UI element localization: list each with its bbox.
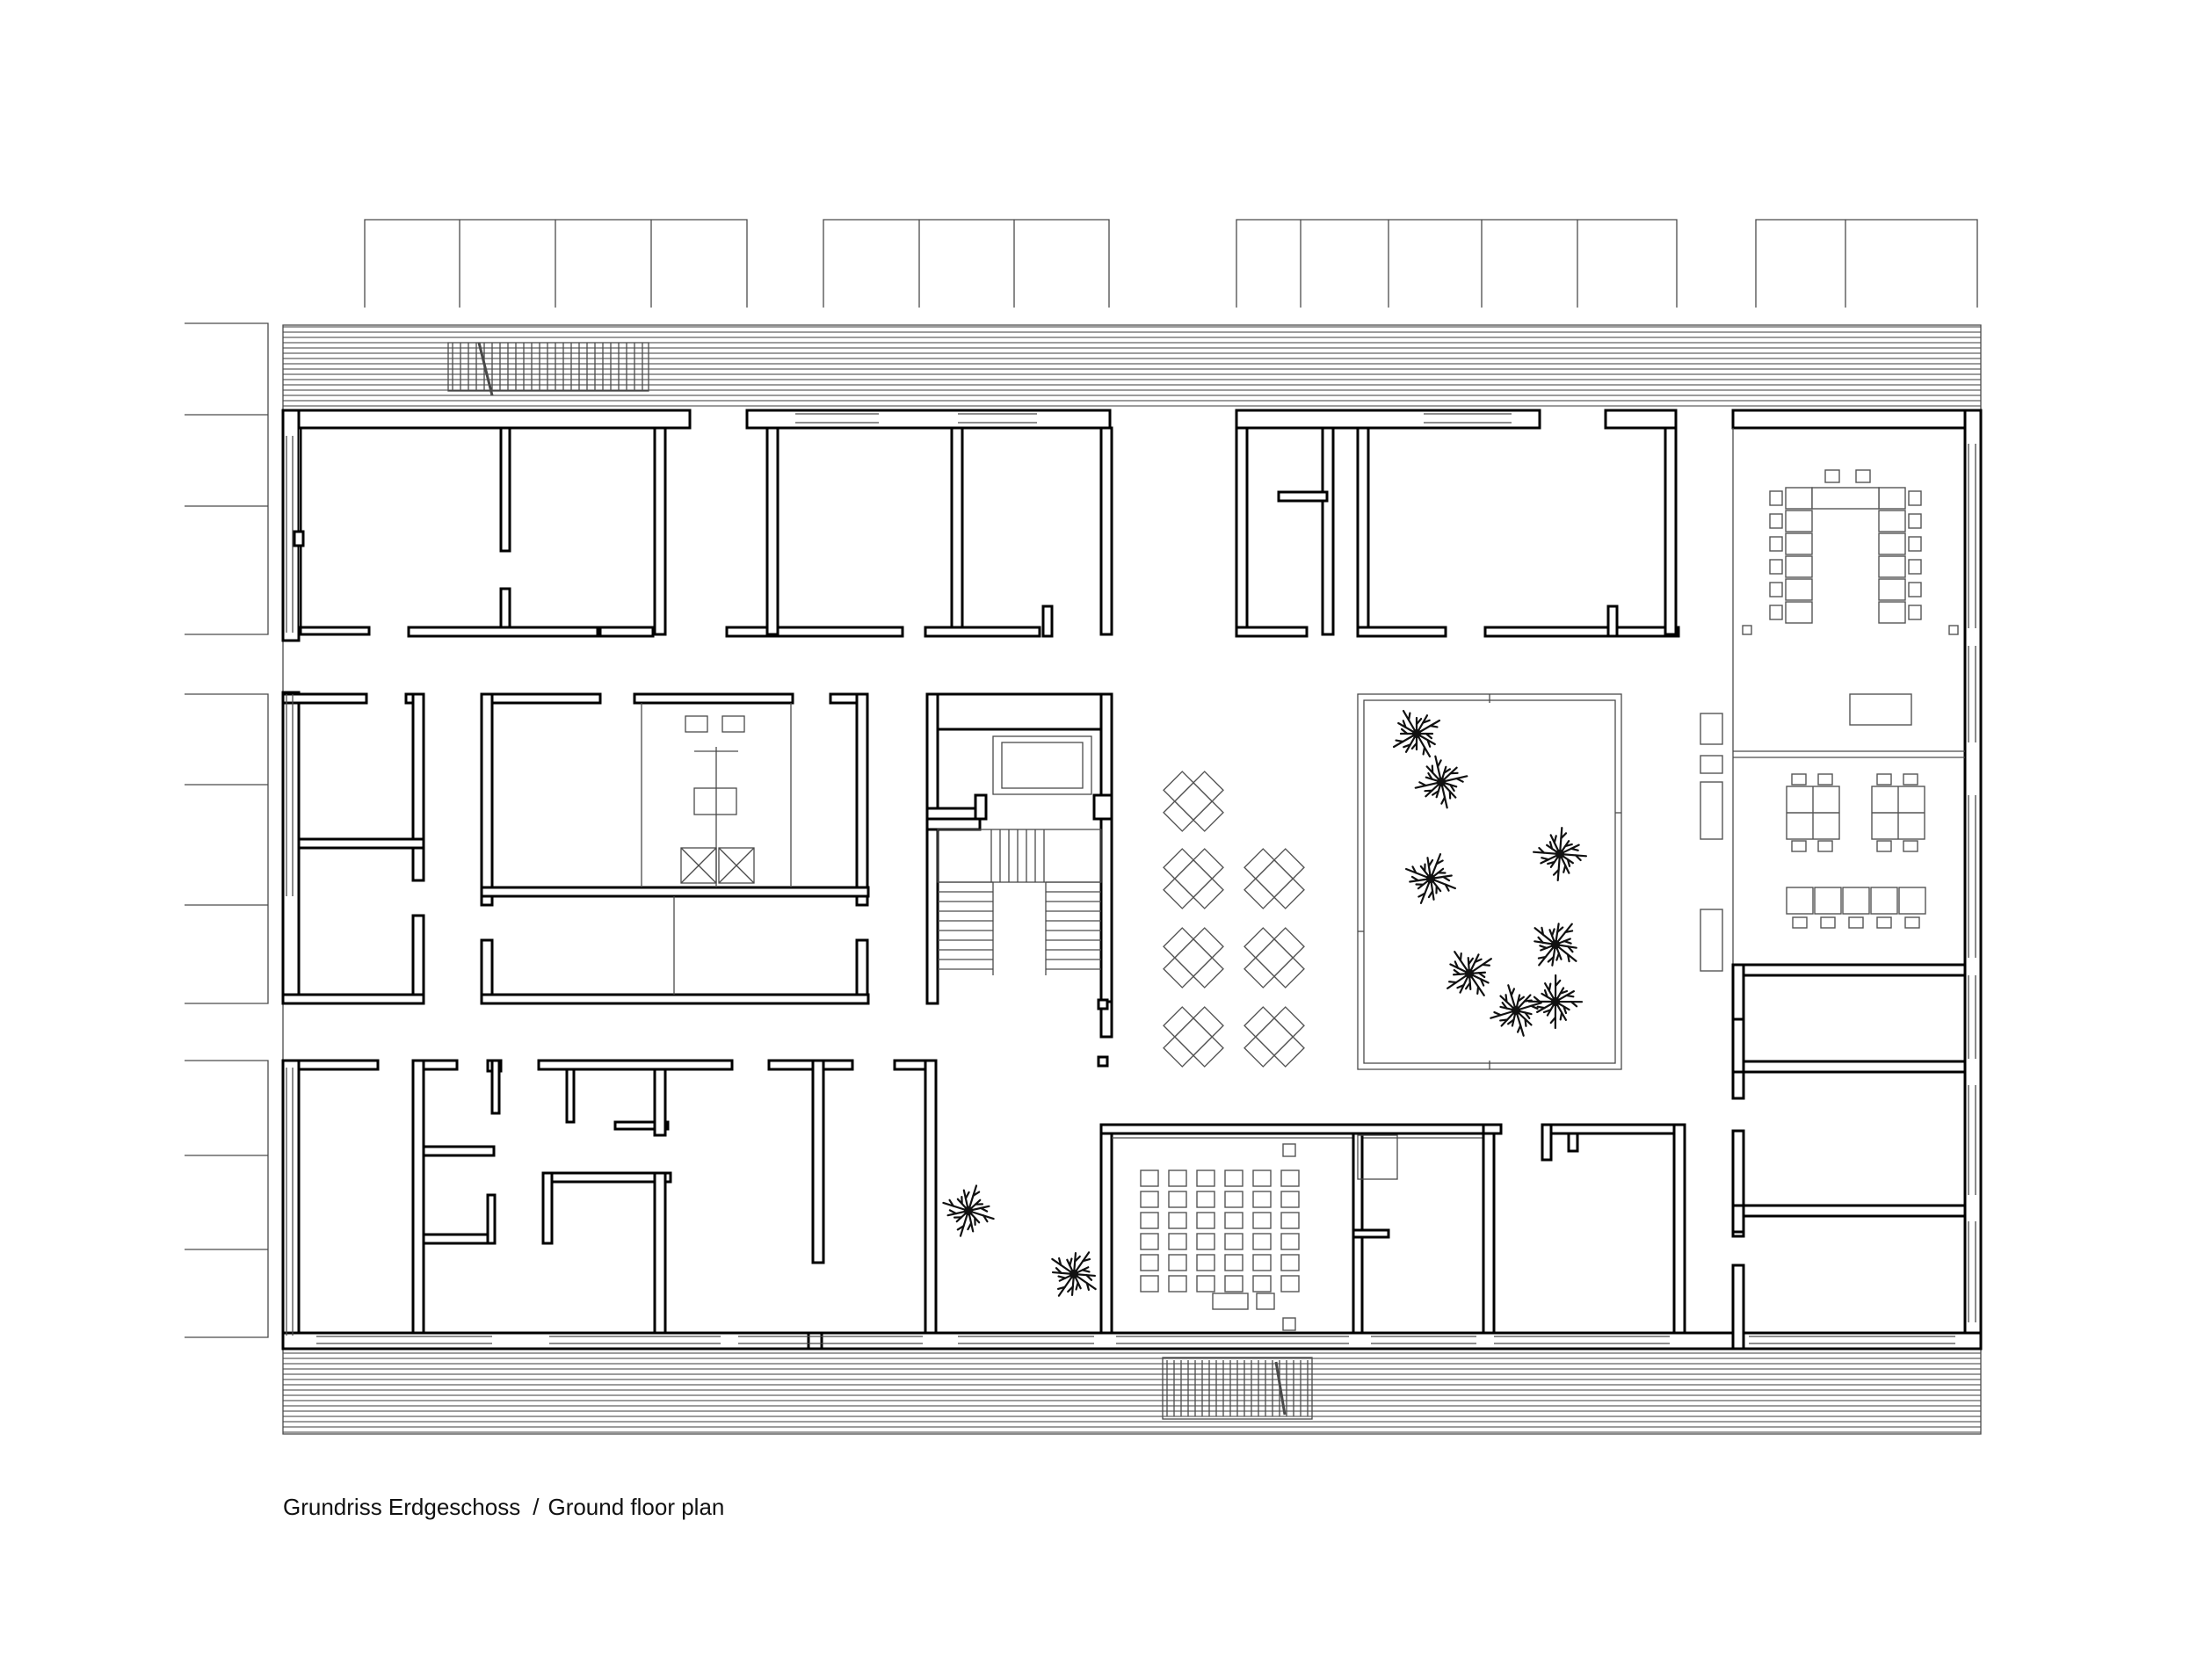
- caption-english: Ground floor plan: [547, 1494, 725, 1520]
- neighbouring-buildings: [364, 219, 1978, 308]
- lecture-room: [1099, 1000, 1686, 1335]
- bottom-terrace-hatch: [283, 1352, 1981, 1433]
- north-rooms: [299, 426, 1680, 638]
- tree-6: [1447, 951, 1492, 996]
- cafe-table-4: [1163, 927, 1224, 988]
- tree-1: [1392, 709, 1441, 758]
- cafe-table-3: [1244, 848, 1305, 909]
- south-rooms: [297, 1059, 938, 1351]
- bottom-entrance-stair: [1162, 1357, 1313, 1420]
- tree-4: [1405, 853, 1456, 904]
- exterior-outline: [282, 324, 1982, 1435]
- lift-and-stair-core: [925, 692, 1113, 1005]
- tree-3: [1532, 826, 1588, 882]
- cafe-table-7: [1244, 1006, 1305, 1068]
- caption-german: Grundriss Erdgeschoss: [283, 1494, 521, 1520]
- tree-8: [1527, 974, 1584, 1030]
- left-neighbour: [185, 322, 269, 1338]
- washroom-block: [641, 703, 792, 887]
- tree-7: [1490, 984, 1542, 1037]
- tree-5: [1534, 923, 1577, 967]
- cafe-table-1: [1163, 771, 1224, 832]
- tree-10: [1051, 1251, 1097, 1297]
- windows: [286, 413, 1976, 1344]
- courtyard-trees: [942, 709, 1588, 1297]
- east-offices: [1731, 963, 1967, 1351]
- cafe-tables: [1163, 771, 1305, 1068]
- cafe-table-2: [1163, 848, 1224, 909]
- drawing-caption: Grundriss Erdgeschoss / Ground floor plan: [283, 1494, 724, 1521]
- tree-2: [1414, 755, 1468, 809]
- cafe-table-5: [1244, 927, 1305, 988]
- tree-9: [942, 1184, 995, 1237]
- outer-walls: [281, 409, 1983, 1351]
- columns: [293, 530, 1109, 1068]
- top-terrace-hatch: [283, 326, 1981, 407]
- courtyard: [1357, 693, 1622, 1070]
- caption-separator: /: [533, 1494, 540, 1520]
- east-meeting-rooms: [1700, 428, 1965, 982]
- cafe-table-6: [1163, 1006, 1224, 1068]
- top-entrance-stair: [447, 342, 649, 396]
- central-rooms: [281, 692, 870, 1005]
